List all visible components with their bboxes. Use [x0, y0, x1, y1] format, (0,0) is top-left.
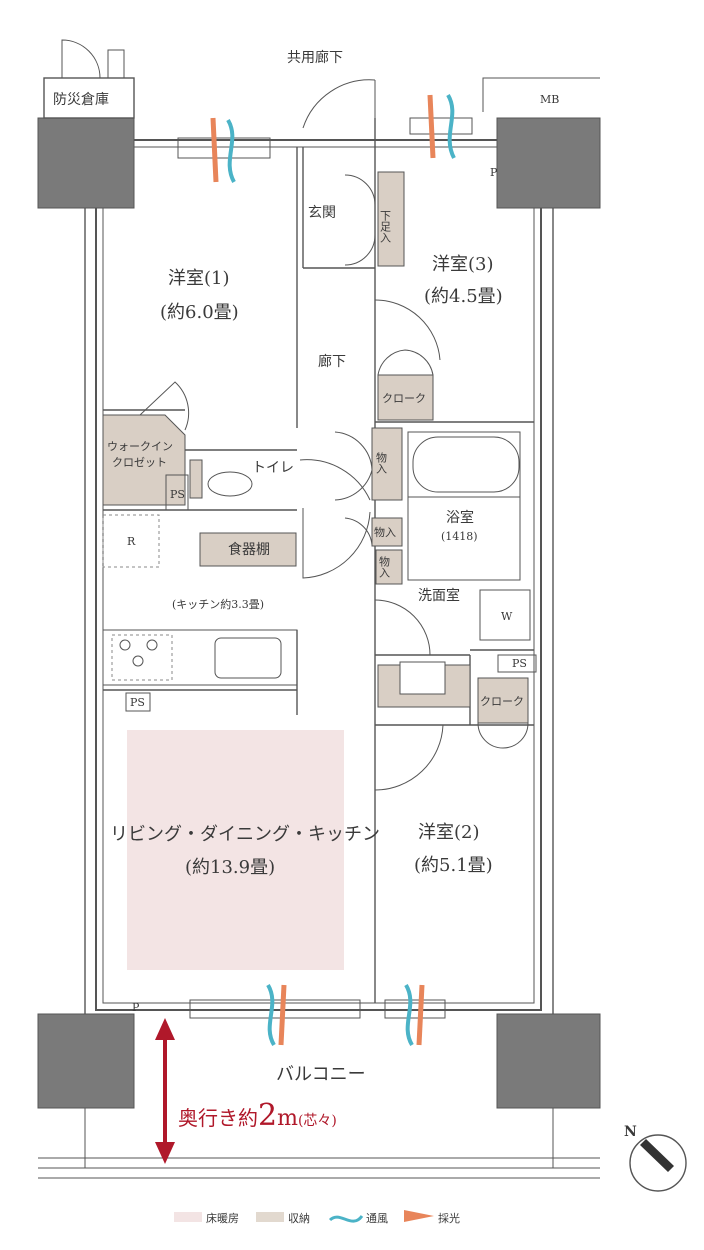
wind-icon: [266, 983, 276, 1047]
washroom-label: 洗面室: [418, 587, 460, 604]
bathroom: [407, 431, 521, 581]
cloak-top: [377, 374, 434, 421]
kitchen-label: (キッチン約3.3畳): [172, 597, 264, 611]
kitchen-counter: [102, 629, 298, 686]
light-icon: [416, 984, 425, 1046]
kitchen-sink: [214, 637, 282, 679]
ldk-label: リビング・ダイニング・キッチン: [110, 824, 380, 845]
disaster-storage-door-leaf: [107, 49, 125, 79]
western1-label: 洋室(1): [168, 268, 230, 289]
pillar-bottom-right: [496, 1013, 601, 1109]
ps-box-1: [165, 474, 189, 511]
ps1-label: PS: [170, 488, 185, 501]
depth-number: 2: [258, 1098, 277, 1133]
washer-label: W: [501, 610, 513, 623]
washroom-door: [374, 599, 431, 656]
balcony-label: バルコニー: [276, 1064, 366, 1085]
walkin-door: [139, 381, 190, 431]
p-label-bottom: P: [132, 1001, 140, 1014]
depth-label: 奥行き約2m(芯々): [178, 1098, 337, 1133]
storage-1: [371, 427, 403, 501]
dish-shelf-label: 食器棚: [228, 541, 270, 558]
depth-unit: m: [277, 1106, 298, 1131]
cloak-top-label: クローク: [382, 392, 426, 405]
legend-light-label: 採光: [438, 1211, 460, 1225]
toilet-label: トイレ: [252, 460, 294, 476]
disaster-storage-label: 防災倉庫: [53, 91, 109, 108]
storage-3: [375, 549, 403, 585]
pillar-top-right: [496, 117, 601, 209]
compass: [629, 1134, 687, 1192]
refrigerator-label: R: [127, 535, 136, 548]
legend-storage-swatch: [256, 1212, 284, 1222]
closet-label: クロゼット: [112, 456, 167, 469]
light-icon: [427, 94, 436, 159]
compass-north-label: N: [624, 1124, 637, 1140]
western2-door: [374, 724, 444, 791]
legend-wind-label: 通風: [366, 1212, 388, 1225]
corridor-label: 廊下: [318, 353, 346, 370]
bathtub: [412, 436, 520, 493]
window-western1: [177, 137, 271, 159]
shared-corridor-label: 共用廊下: [287, 49, 343, 66]
western2-label: 洋室(2): [418, 822, 480, 843]
floor-heating-area: [127, 730, 344, 970]
light-icon: [210, 117, 219, 183]
legend-storage-label: 収納: [288, 1212, 310, 1225]
storage2-label: 物入: [374, 525, 396, 539]
storage1-label: 物入: [375, 451, 388, 474]
legend-floor-heating-swatch: [174, 1212, 202, 1222]
outer-wall: [95, 139, 542, 1011]
western1-size: (約6.0畳): [160, 302, 239, 323]
western3-size: (約4.5畳): [424, 286, 503, 307]
toilet-bowl: [207, 471, 253, 497]
mb-outline: [482, 77, 600, 112]
stove: [111, 634, 173, 681]
wind-icon: [226, 118, 236, 183]
legend-wind-icon: [328, 1214, 364, 1223]
entrance-door: [302, 79, 376, 129]
western2-size: (約5.1畳): [414, 855, 493, 876]
toilet-door: [299, 459, 371, 501]
ps3-label: PS: [512, 657, 527, 670]
ldk-size: (約13.9畳): [185, 857, 275, 878]
bathroom-label: 浴室: [446, 509, 474, 526]
ps2-label: PS: [130, 696, 145, 709]
wind-icon: [446, 93, 456, 159]
ps-box-3: [497, 654, 537, 673]
window-western2: [384, 999, 446, 1019]
washer: [479, 589, 531, 641]
pillar-bottom-left: [37, 1013, 135, 1109]
ps-box-2: [125, 692, 151, 712]
bath-size-label: (1418): [441, 530, 478, 543]
walkin-label: ウォークイン: [107, 440, 173, 453]
north-arrow-icon: [640, 1139, 674, 1172]
mb-label: MB: [540, 93, 559, 106]
light-icon: [278, 984, 287, 1046]
western3-door: [374, 299, 441, 361]
window-ldk: [189, 999, 361, 1019]
shoe-box: [377, 171, 405, 267]
depth-main-text: 奥行き約: [178, 1106, 258, 1130]
legend-light-icon: [404, 1210, 434, 1222]
p-label-top: P: [490, 166, 498, 179]
cloak-bottom: [477, 677, 529, 724]
dish-shelf: [199, 532, 297, 567]
disaster-storage-door: [61, 39, 101, 79]
legend-floor-heating-label: 床暖房: [206, 1211, 239, 1225]
depth-note: (芯々): [298, 1113, 337, 1129]
inner-wall: [102, 146, 535, 1004]
pillar-top-left: [37, 117, 135, 209]
shoe-box-label: 下足入: [379, 210, 392, 243]
storage3-label: 物入: [378, 555, 391, 578]
wind-icon: [404, 983, 414, 1047]
storage-2: [371, 517, 403, 547]
cloak-bottom-label: クローク: [480, 695, 524, 708]
walkin-closet: [102, 414, 186, 506]
window-western3: [409, 117, 473, 135]
western3-label: 洋室(3): [432, 254, 494, 275]
disaster-storage-box: [43, 77, 135, 119]
entrance-label: 玄関: [308, 204, 336, 221]
